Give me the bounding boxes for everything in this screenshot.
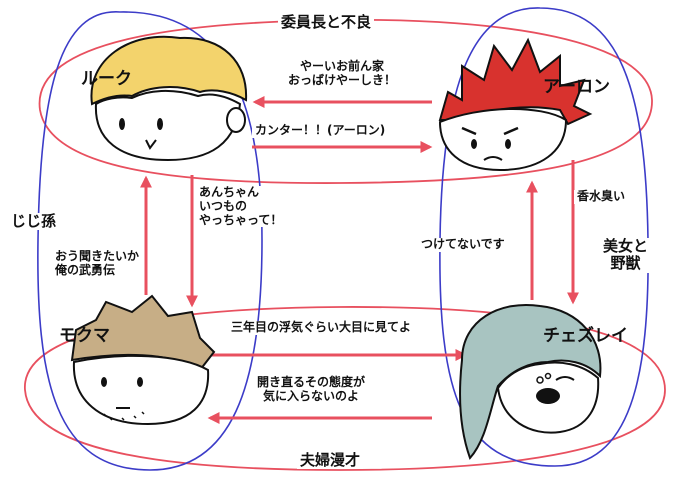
aaron-eye-left [471, 139, 477, 149]
luke-eye-right [157, 118, 163, 130]
aaron-brow-right [503, 126, 519, 136]
luke-face [90, 35, 248, 162]
group-top-loop [38, 18, 653, 184]
group-label-right: 美女と 野獣 [600, 237, 652, 273]
mokuma-eye-right [137, 377, 143, 387]
mokuma-head [72, 354, 210, 426]
relation-mokuma-to-luke: おう聞きたいか 俺の武勇伝 [52, 249, 143, 278]
relation-aaron-to-chezlei: 香水臭い [574, 189, 629, 204]
relation-chezlei-to-mokuma: 開き直るその態度が 気に入らないのよ [254, 375, 369, 404]
mokuma-stubble [103, 411, 145, 421]
chezlei-face [459, 304, 602, 460]
relation-chezlei-to-aaron: つけてないです [418, 237, 508, 252]
chezlei-sweat-1 [536, 376, 544, 384]
luke-head [94, 89, 242, 162]
character-name-chezlei: チェズレイ [543, 326, 628, 346]
relation-mokuma-to-chezlei: 三年目の浮気ぐらい大目に見てよ [228, 320, 415, 335]
mokuma-eye-left [101, 377, 107, 387]
aaron-brow-left [461, 126, 477, 136]
relation-luke-to-mokuma: あんちゃん いつもの やっちゃって！ [196, 185, 286, 228]
luke-ear [226, 107, 246, 133]
aaron-face [438, 37, 593, 172]
luke-eye-left [119, 118, 125, 130]
chezlei-eye [555, 376, 575, 381]
aaron-eye-right [505, 139, 511, 149]
chezlei-hair [459, 304, 602, 460]
aaron-head [438, 108, 568, 172]
group-label-bottom: 夫婦漫才 [297, 451, 364, 470]
relation-luke-to-aaron: カンター！！(アーロン) [252, 123, 389, 138]
group-label-top: 委員長と不良 [278, 13, 375, 32]
luke-mouth [145, 139, 157, 150]
group-left-loop [37, 11, 263, 471]
aaron-mouth [483, 156, 503, 161]
mokuma-face [70, 294, 216, 426]
character-name-aaron: アーロン [543, 77, 610, 97]
group-label-left: じじ孫 [8, 212, 60, 231]
relation-aaron-to-luke: やーいお前ん家 おっばけやーしき！ [285, 59, 400, 88]
character-name-mokuma: モクマ [59, 326, 110, 346]
luke-hair [90, 35, 248, 106]
chezlei-mouth [536, 388, 560, 404]
character-name-luke: ルーク [81, 69, 132, 89]
chezlei-sweat-2 [544, 372, 552, 380]
